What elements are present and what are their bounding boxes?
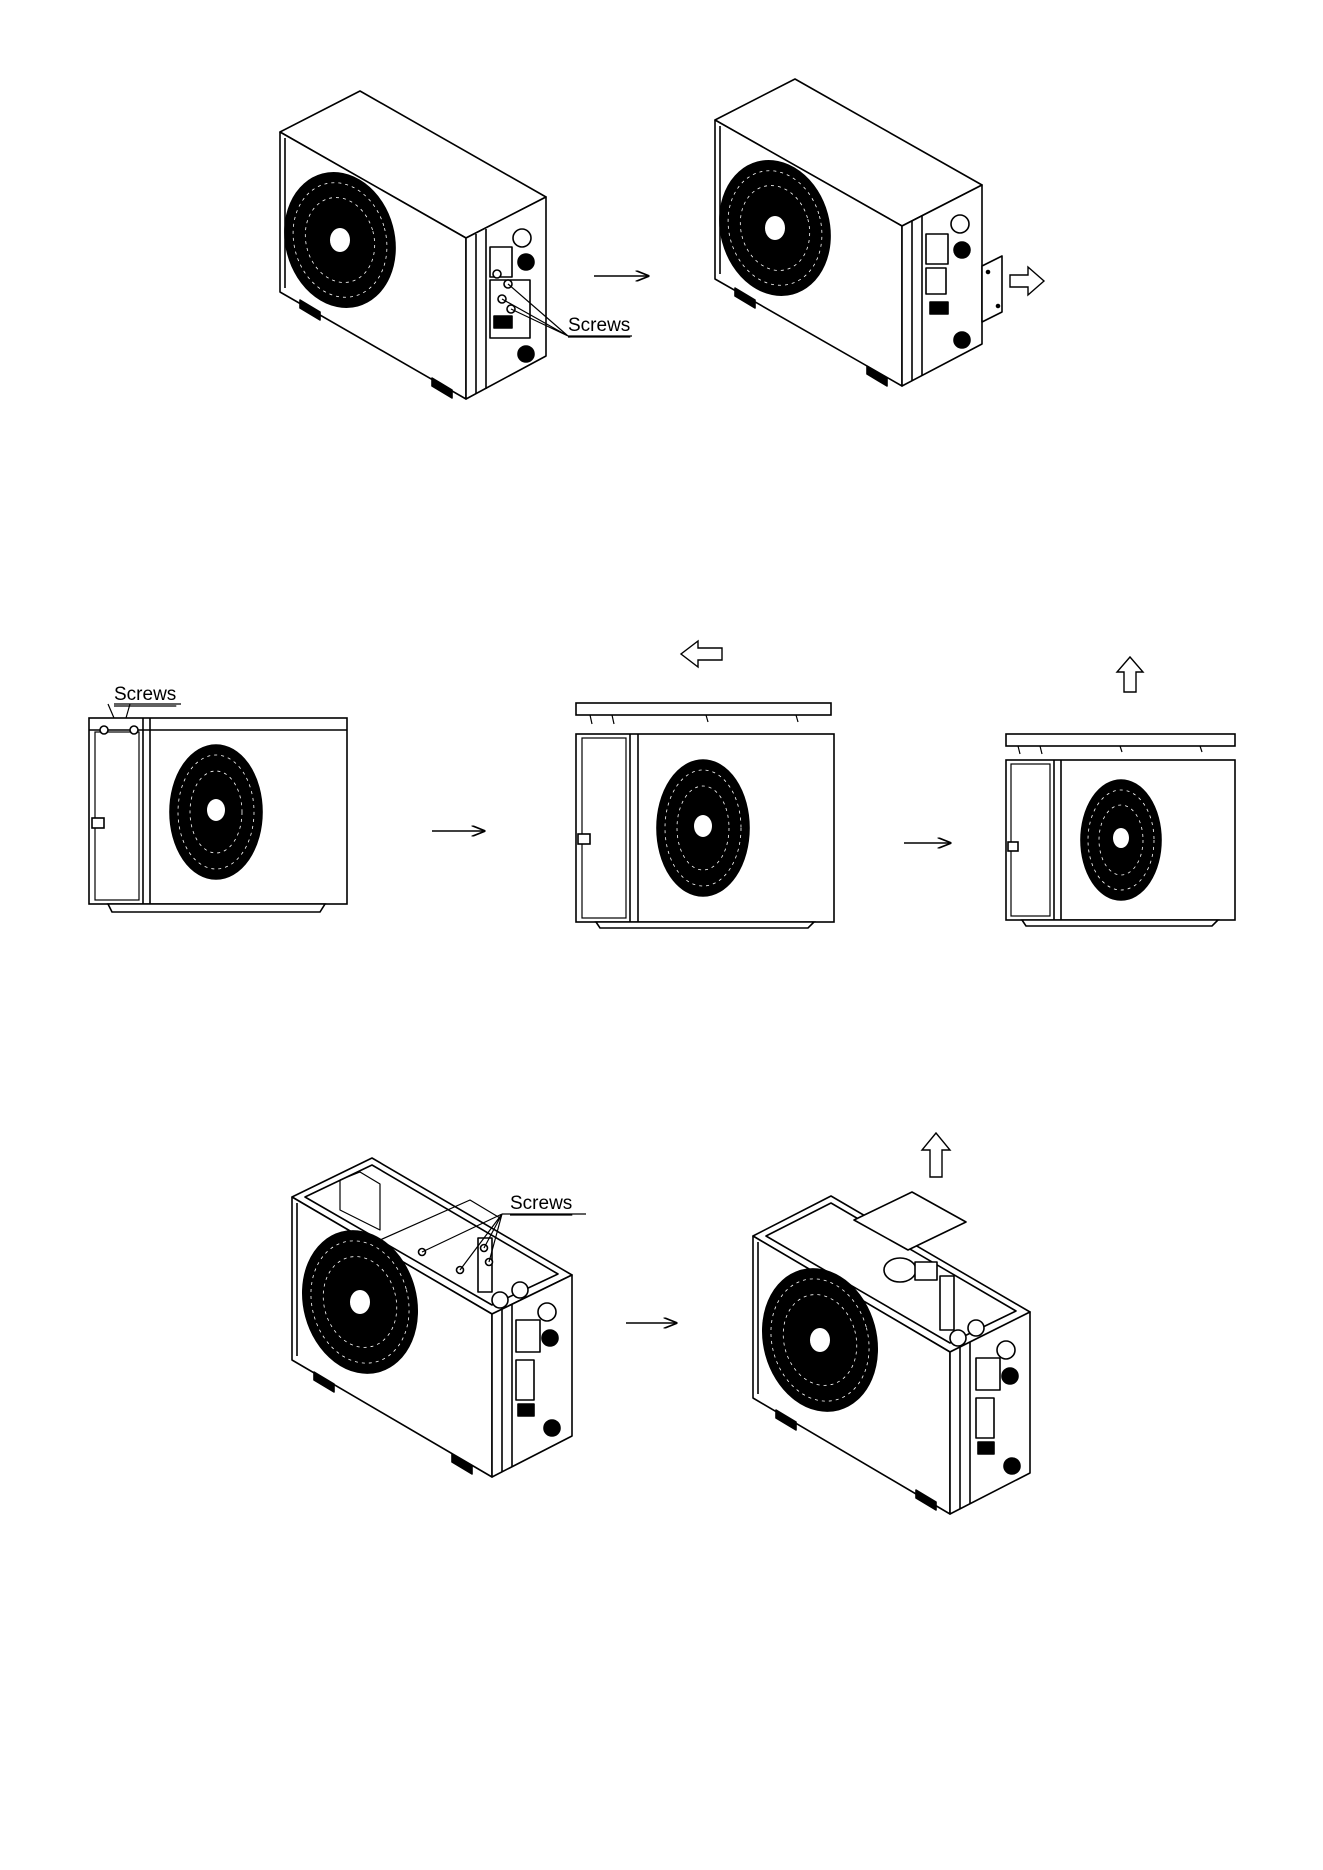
screws-label: Screws: [510, 1193, 572, 1214]
hollow-arrow-icon: [681, 641, 722, 667]
step5-unit-top-lifted: [1006, 734, 1235, 926]
screws-label: Screws: [114, 684, 176, 705]
step1-unit-screws: [270, 91, 632, 399]
hollow-arrow-icon: [1010, 267, 1044, 295]
step2-unit-cover-removed: [705, 79, 1002, 386]
screws-label: Screws: [568, 315, 630, 336]
hollow-arrow-icon: [1117, 657, 1143, 692]
grid-panel: [95, 732, 139, 900]
step7-open-unit-plate-lifted: [747, 1192, 1030, 1514]
step4-unit-top-slide: [576, 703, 834, 928]
fan-grille-icon: [657, 760, 749, 896]
fan-grille-icon: [170, 745, 262, 879]
step3-unit-front-screws: [89, 704, 347, 912]
hollow-arrow-icon: [922, 1133, 950, 1177]
fan-grille-icon: [1081, 780, 1161, 900]
